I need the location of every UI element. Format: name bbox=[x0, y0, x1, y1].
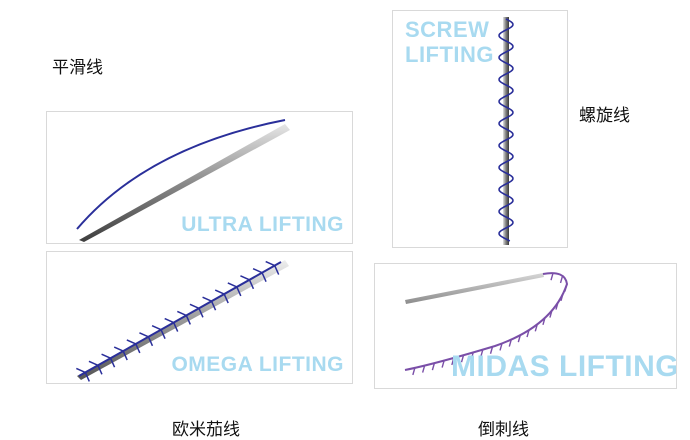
barb-mark bbox=[460, 355, 465, 363]
screw-thread-illustration bbox=[498, 17, 514, 245]
barb-mark bbox=[236, 286, 242, 297]
barb-mark bbox=[431, 362, 436, 371]
barb-mark bbox=[451, 357, 455, 366]
omega-thread-illustration bbox=[76, 260, 289, 382]
barb-mark bbox=[564, 284, 568, 292]
barb-mark bbox=[265, 260, 275, 267]
barb-mark bbox=[227, 282, 238, 288]
barb-mark bbox=[147, 336, 154, 347]
barb-mark bbox=[549, 310, 553, 318]
barb-mark bbox=[185, 315, 191, 325]
label-cog-thread: 欧米茄线 bbox=[172, 420, 240, 440]
barb-mark bbox=[550, 272, 554, 281]
omega-lifting-panel: OMEGA LIFTING bbox=[46, 251, 353, 384]
barb-mark bbox=[559, 275, 564, 284]
barb-mark bbox=[223, 293, 229, 304]
barb-mark bbox=[160, 329, 166, 339]
barb-mark bbox=[198, 308, 204, 318]
barb-mark bbox=[113, 346, 124, 352]
ultra-lifting-panel: ULTRA LIFTING bbox=[46, 111, 353, 244]
barb-mark bbox=[489, 346, 494, 354]
barb-mark bbox=[261, 272, 267, 282]
barb-mark bbox=[151, 325, 162, 331]
barb-mark bbox=[248, 279, 255, 290]
barb-mark bbox=[555, 302, 559, 310]
brand-midas-lifting: MIDAS LIFTING bbox=[451, 350, 677, 383]
barb-mark bbox=[97, 365, 103, 375]
thread-curve bbox=[76, 119, 286, 230]
barb-mark bbox=[101, 353, 111, 359]
barb-mark bbox=[88, 360, 99, 366]
label-barbed-thread: 倒刺线 bbox=[478, 420, 529, 440]
needle-shape bbox=[77, 260, 289, 380]
barb-mark bbox=[421, 365, 426, 373]
brand-screw-line1: SCREW bbox=[405, 17, 490, 42]
barb-mark bbox=[517, 334, 521, 343]
barb-mark bbox=[76, 367, 86, 374]
barb-mark bbox=[560, 293, 564, 302]
barb-mark bbox=[189, 303, 200, 309]
screw-lifting-panel: SCREW LIFTING bbox=[392, 10, 568, 248]
barb-mark bbox=[240, 275, 250, 281]
barb-mark bbox=[252, 268, 263, 274]
midas-thread-illustration bbox=[404, 272, 569, 376]
barb-mark bbox=[177, 310, 187, 317]
barb-mark bbox=[126, 339, 137, 345]
barb-mark bbox=[534, 324, 538, 332]
barb-mark bbox=[470, 352, 474, 360]
barb-mark bbox=[526, 329, 530, 338]
barb-mark bbox=[84, 372, 90, 382]
barb-mark bbox=[109, 357, 116, 368]
brand-ultra-lifting: ULTRA LIFTING bbox=[181, 213, 344, 236]
needle-shape bbox=[405, 273, 544, 304]
barb-mark bbox=[135, 343, 141, 354]
barb-mark bbox=[499, 343, 503, 351]
label-smooth-thread: 平滑线 bbox=[52, 58, 103, 78]
barbs bbox=[412, 272, 568, 376]
midas-lifting-panel: MIDAS LIFTING bbox=[374, 263, 677, 389]
brand-omega-lifting: OMEGA LIFTING bbox=[171, 353, 344, 376]
barb-mark bbox=[441, 360, 445, 368]
cog-barbs bbox=[76, 260, 280, 382]
barb-mark bbox=[508, 339, 512, 347]
ultra-thread-illustration bbox=[76, 119, 290, 242]
barb-mark bbox=[274, 265, 280, 275]
thread-line bbox=[78, 261, 282, 377]
spiral-thread bbox=[498, 18, 514, 242]
barbed-thread bbox=[404, 272, 569, 371]
barb-mark bbox=[164, 317, 174, 324]
barb-mark bbox=[214, 289, 225, 295]
label-spiral-thread: 螺旋线 bbox=[579, 106, 630, 126]
barb-mark bbox=[542, 317, 546, 326]
barb-mark bbox=[173, 322, 179, 332]
barb-mark bbox=[139, 332, 149, 338]
barb-mark bbox=[412, 367, 416, 376]
barb-mark bbox=[480, 349, 484, 357]
barb-mark bbox=[202, 296, 212, 302]
needle-shape bbox=[79, 124, 290, 242]
barb-mark bbox=[210, 300, 217, 311]
brand-screw-line2: LIFTING bbox=[405, 42, 495, 67]
barb-mark bbox=[122, 350, 128, 361]
needle-shape bbox=[503, 17, 509, 245]
